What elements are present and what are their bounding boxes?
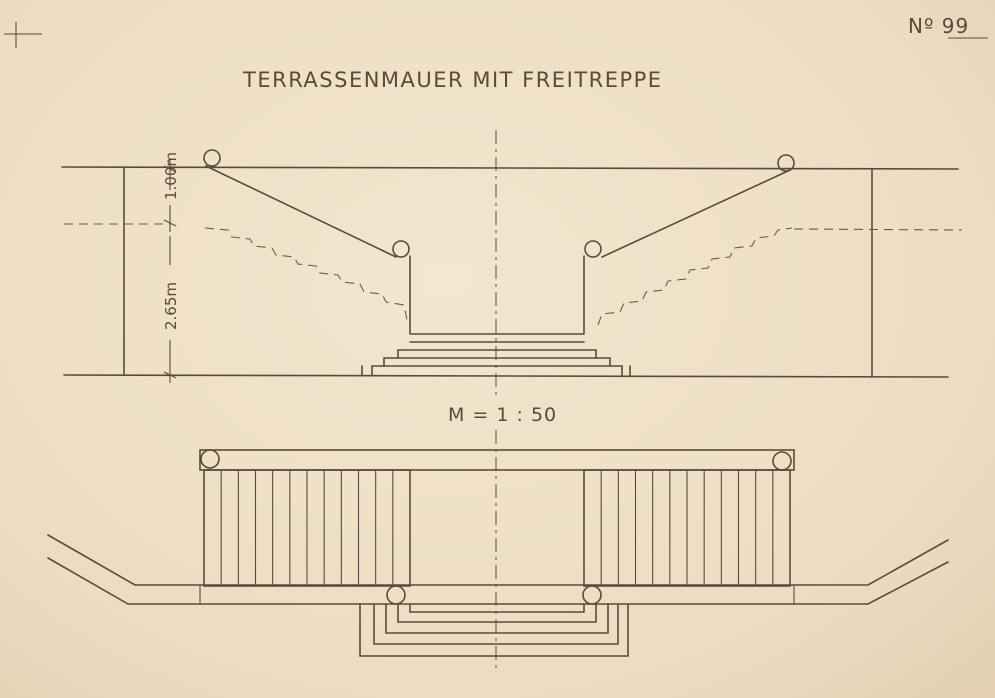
drawing-title: TERRASSENMAUER MIT FREITREPPE xyxy=(242,68,663,92)
plan-ball-top-right xyxy=(772,451,792,471)
plan-wall-inner xyxy=(47,557,949,605)
dimension-upper-label: 1.00m xyxy=(162,152,180,200)
plan-wall-outer xyxy=(47,534,949,586)
plan-ball-top-left xyxy=(200,449,220,469)
railing-left xyxy=(205,165,397,258)
plan-ball-bottom-right xyxy=(582,585,602,605)
plan-view xyxy=(47,430,949,668)
elevation-view: 1.00m 2.65m xyxy=(61,130,963,395)
stair-flight-left xyxy=(204,227,409,326)
plan-treads-right xyxy=(600,470,774,586)
stair-flight-right xyxy=(597,227,793,326)
central-steps-plan xyxy=(359,603,629,657)
scale-label: M = 1 : 50 xyxy=(448,404,557,426)
ground-line xyxy=(63,374,949,378)
central-steps-elevation xyxy=(361,333,631,376)
plan-treads-left xyxy=(220,470,394,586)
wall-top-line xyxy=(61,166,959,170)
plan-ball-bottom-left xyxy=(386,585,406,605)
sheet-number: Nº 99 xyxy=(908,14,969,38)
ball-ornament-mid-right xyxy=(584,240,602,258)
ball-ornament-top-right xyxy=(777,154,795,172)
dimension-lower-label: 2.65m xyxy=(162,282,180,330)
plan-top-wall xyxy=(199,449,795,471)
ball-ornament-top-left xyxy=(203,149,221,167)
railing-right xyxy=(601,169,791,258)
ball-ornament-mid-left xyxy=(392,240,410,258)
landing-level-right xyxy=(793,228,963,231)
crop-mark xyxy=(4,22,42,48)
dimension-line xyxy=(163,160,177,383)
